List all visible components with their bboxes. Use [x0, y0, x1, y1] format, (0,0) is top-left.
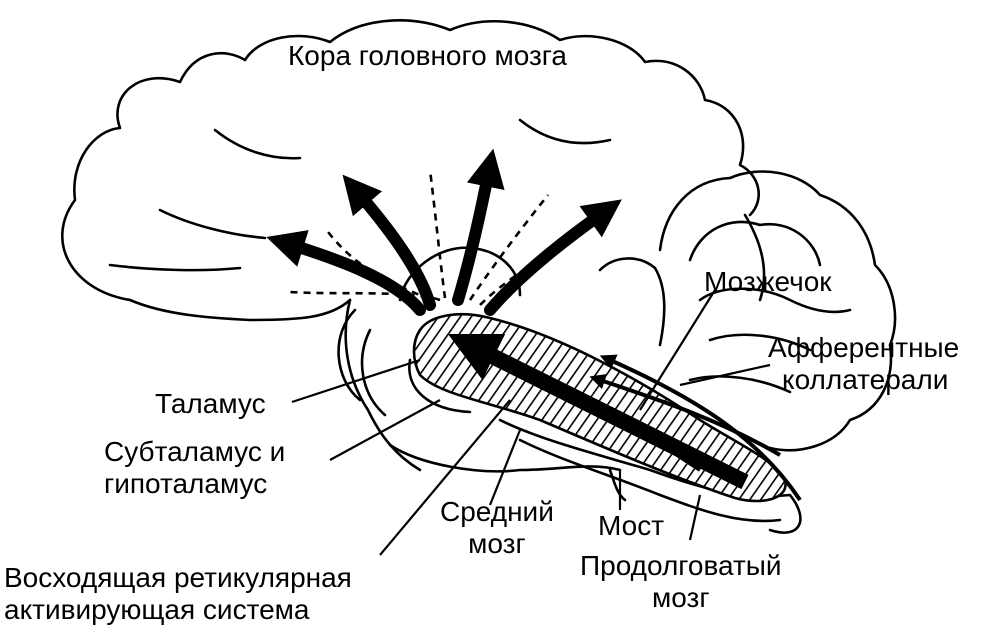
afferent-arrow-2 [529, 374, 702, 472]
cortex-outline [61, 19, 760, 302]
leader-midbrain [488, 429, 522, 506]
leader-aras [379, 399, 511, 556]
ascending-arrow-3 [452, 148, 505, 306]
ascending-arrow-2 [342, 174, 436, 311]
leader-thalamus [291, 358, 421, 404]
leader-medulla [688, 494, 702, 541]
label-afferent-collaterals: Афферентные коллатерали [768, 332, 960, 395]
leader-afferent [679, 363, 771, 387]
leader-subthalamus [329, 399, 441, 461]
label-midbrain: Средний мозг [440, 496, 554, 559]
afferent-arrow-1 [599, 354, 802, 502]
label-aras: Восходящая ретикулярная активирующая сис… [4, 562, 352, 625]
label-cortex: Кора головного мозга [288, 40, 567, 71]
label-thalamus: Таламус [155, 388, 266, 419]
label-medulla: Продолговатый мозг [580, 550, 782, 613]
cerebellum-outline [658, 170, 897, 452]
afferent-arrow-3 [589, 373, 782, 457]
temporal-outline [128, 298, 352, 322]
label-subthalamus: Субталамус и гипоталамус [104, 436, 286, 499]
label-pons: Мост [598, 510, 665, 541]
label-cerebellum: Мозжечок [704, 266, 832, 297]
leader-cerebellum [639, 289, 716, 411]
ascending-arrow-1 [266, 230, 426, 316]
ascending-arrow-4 [484, 199, 622, 316]
